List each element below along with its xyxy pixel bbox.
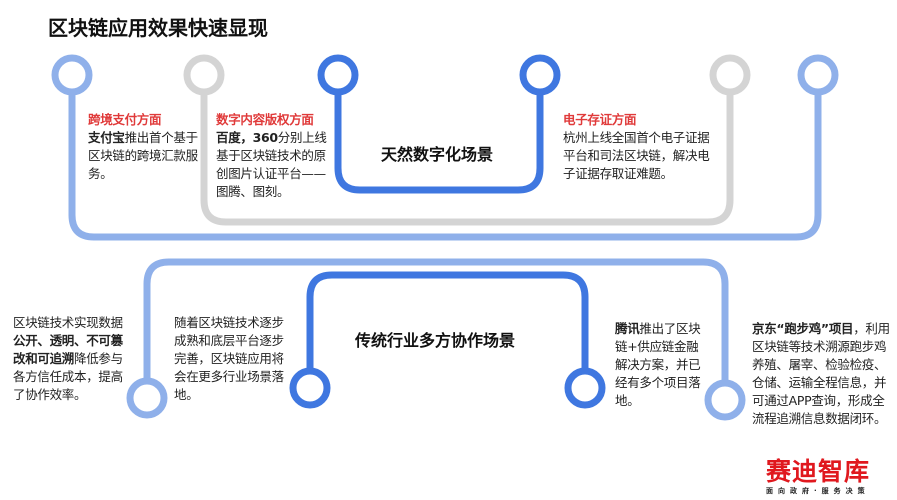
blue-top-loop [334,92,544,194]
item-collaboration-efficiency: 区块链技术实现数据公开、透明、不可篡改和可追溯降低参与各方信任成本，提高了协作效… [13,314,133,404]
light-blue-top-loop [68,92,822,241]
circle-node [317,54,359,96]
item-bold: 支付宝 [88,130,125,145]
item-text: 随着区块链技术逐步成熟和底层平台逐步完善，区块链应用将会在更多行业场景落地。 [174,315,284,402]
circle-node [564,367,606,409]
item-jd-running-chicken: 京东“跑步鸡”项目，利用区块链等技术溯源跑步鸡养殖、屠宰、检验检疫、仓储、运输全… [752,320,892,428]
page-title: 区块链应用效果快速显现 [48,16,268,40]
item-bold: 京东“跑步鸡”项目 [752,321,854,336]
circle-node [126,377,168,419]
item-bold: 腾讯 [615,321,640,336]
scene-top-label: 天然数字化场景 [381,145,494,164]
item-cross-border-payment: 跨境支付方面支付宝推出首个基于区块链的跨境汇款服务。 [88,111,198,183]
item-bold: 公开、透明、不可篡改和可追溯 [13,333,123,366]
circle-node [51,54,93,96]
circle-node [289,367,331,409]
item-text: 推出首个基于区块链的跨境汇款服务。 [88,130,198,181]
item-tencent: 腾讯推出了区块链+供应链金融解决方案，并已经有多个项目落地。 [615,320,707,410]
grey-top-loop [200,92,734,226]
item-heading: 跨境支付方面 [88,112,162,127]
blue-bottom-loop [306,271,589,371]
item-text: 分别上线基于区块链技术的原创图片认证平台——图腾、图刻。 [216,130,327,199]
circle-node [183,54,225,96]
logo-slogan: 面向政府·服务决策 [766,487,870,495]
item-text: 区块链技术实现数据 [13,315,123,330]
logo-name: 赛迪智库 [766,457,871,486]
item-future-outlook: 随着区块链技术逐步成熟和底层平台逐步完善，区块链应用将会在更多行业场景落地。 [174,314,286,404]
item-e-evidence: 电子存证方面杭州上线全国首个电子证据平台和司法区块链，解决电子证据存取证难题。 [563,111,721,183]
item-text: 杭州上线全国首个电子证据平台和司法区块链，解决电子证据存取证难题。 [563,130,710,181]
item-heading: 数字内容版权方面 [216,112,314,127]
item-text: 推出了区块链+供应链金融解决方案，并已经有多个项目落地。 [615,321,701,408]
circle-node [519,54,561,96]
circle-node [709,54,751,96]
item-heading: 电子存证方面 [563,112,637,127]
light-blue-bottom-loop [143,258,729,383]
scene-bottom-label: 传统行业多方协作场景 [355,331,516,350]
item-bold: 百度，360 [216,130,278,145]
item-digital-copyright: 数字内容版权方面百度，360分别上线基于区块链技术的原创图片认证平台——图腾、图… [216,111,328,201]
item-text: ，利用区块链等技术溯源跑步鸡养殖、屠宰、检验检疫、仓储、运输全程信息，并可通过A… [752,321,890,426]
item-text: 降低参与各方信任成本，提高了协作效率。 [13,351,123,402]
circle-node [704,379,746,421]
ccid-logo: 赛迪智库面向政府·服务决策 [766,452,870,496]
circle-node [797,54,839,96]
